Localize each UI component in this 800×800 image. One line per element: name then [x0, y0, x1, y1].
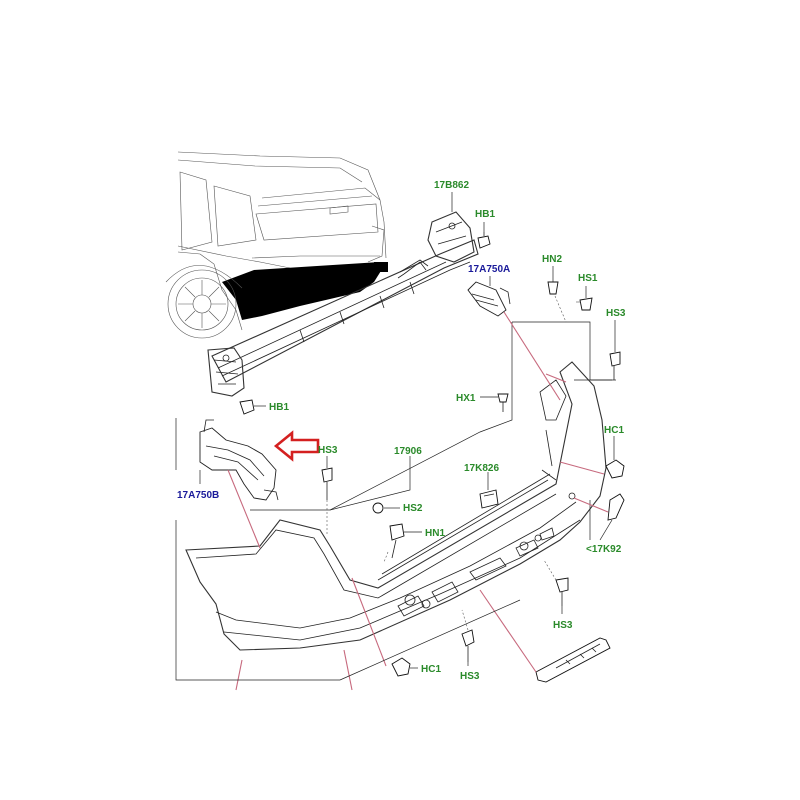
label-hs3-mid: HS3	[318, 445, 338, 456]
label-hc1-right: HC1	[604, 425, 624, 436]
label-hs3-bottom-right: HS3	[553, 620, 573, 631]
bracket-right-17A750A	[467, 276, 511, 317]
fastener-hs3-mid	[321, 456, 333, 534]
label-17A750A: 17A750A	[468, 264, 510, 275]
lower-trim-strip	[535, 637, 611, 683]
bracket-left-17A750B	[199, 419, 279, 501]
label-17K92: <17K92	[586, 544, 622, 555]
label-hb1-top: HB1	[475, 209, 495, 220]
label-hn1: HN1	[425, 528, 445, 539]
guide-lines	[227, 311, 609, 691]
label-17A750B: 17A750B	[177, 490, 219, 501]
label-hs2: HS2	[403, 503, 423, 514]
highlight-arrow-icon	[273, 430, 320, 462]
label-hs3-bottom: HS3	[460, 671, 480, 682]
fastener-hn2	[547, 266, 567, 323]
fastener-hs3-bottom-right	[543, 559, 569, 614]
reinforcement-beam	[207, 192, 479, 397]
frame-lines-bottom	[175, 418, 521, 681]
callout-frame	[250, 321, 612, 540]
label-hb1-left: HB1	[269, 402, 289, 413]
fastener-hb1-top	[477, 222, 491, 249]
labels: 17B862 HB1 HN2 17A750A HS1 HS3 HB1 HX1 H…	[177, 180, 626, 682]
vehicle-inset	[165, 151, 388, 339]
bumper-blackout	[222, 262, 384, 320]
bumper-cover	[185, 361, 607, 651]
fastener-hs1	[576, 286, 593, 311]
wheel	[167, 269, 237, 339]
fastener-hs3-bottom	[461, 609, 475, 666]
label-hn2: HN2	[542, 254, 562, 265]
cap-hc1-right	[605, 436, 625, 479]
reflector-17K92	[599, 493, 625, 541]
fastener-hn1	[383, 523, 422, 563]
label-hx1: HX1	[456, 393, 476, 404]
label-hs1: HS1	[578, 273, 598, 284]
fastener-hs2	[372, 502, 400, 514]
fastener-hx1	[480, 393, 509, 412]
clip-17K826	[479, 472, 499, 509]
fastener-hb1-left	[239, 399, 266, 415]
label-17906: 17906	[394, 446, 422, 457]
label-hc1-bottom: HC1	[421, 664, 441, 675]
bumper-blackout-corner	[374, 262, 388, 272]
label-hs3-right: HS3	[606, 308, 626, 319]
label-17K826: 17K826	[464, 463, 499, 474]
label-17B862: 17B862	[434, 180, 469, 191]
cap-hc1-bottom	[391, 657, 418, 677]
